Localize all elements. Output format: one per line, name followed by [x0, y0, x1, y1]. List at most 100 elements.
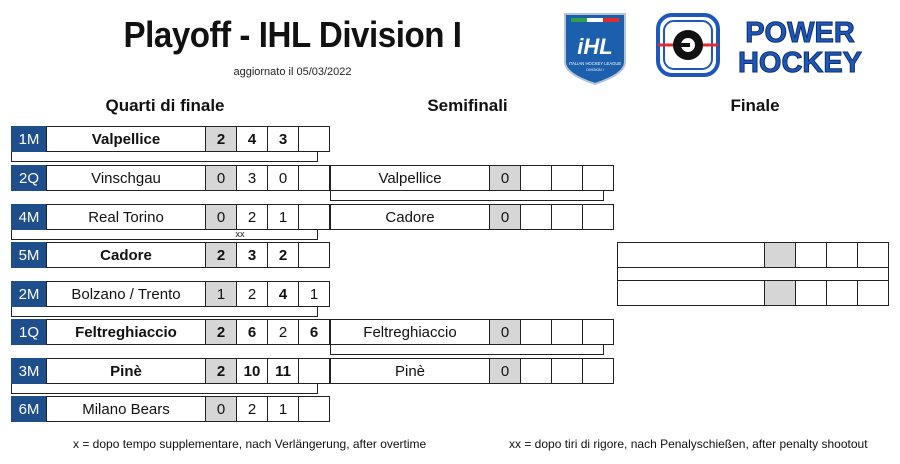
sf-series-score: 0: [489, 358, 521, 384]
power-hockey-logo: POWER HOCKEY: [655, 12, 883, 80]
ihl-logo-division: DIVISION I: [586, 68, 603, 72]
qf-game-3: [298, 358, 330, 384]
ihl-logo-text: iHL: [577, 34, 612, 59]
qf-team: Cadore: [46, 242, 206, 268]
final-heading: Finale: [730, 96, 780, 115]
qf-game-2: 2: [267, 319, 299, 345]
qf-series-score: 0: [205, 165, 237, 191]
final-row: [617, 242, 889, 268]
qf-seed: 4M: [11, 204, 47, 230]
sf-game-2: [551, 319, 583, 345]
qf-game-1: 4: [236, 126, 268, 152]
qf-game-3: [298, 165, 330, 191]
sf-pair-separator: [330, 191, 604, 201]
qf-game-2: 2: [267, 242, 299, 268]
sf-game-3: [582, 204, 614, 230]
qf-team: Real Torino: [46, 204, 206, 230]
sf-game-1: [520, 165, 552, 191]
qf-seed: 2Q: [11, 165, 47, 191]
qf-team: Pinè: [46, 358, 206, 384]
footer-overtime-note: x = dopo tempo supplementare, nach Verlä…: [73, 437, 427, 451]
qf-team: Vinschgau: [46, 165, 206, 191]
final-game-2: [826, 242, 858, 268]
qf-game-2: 11: [267, 358, 299, 384]
qf-game-1: 2: [236, 204, 268, 230]
sf-game-2: [551, 165, 583, 191]
qf-game-3: 1: [298, 281, 330, 307]
final-game-3: [857, 242, 889, 268]
qf-game-2: 3: [267, 126, 299, 152]
footer-shootout-note: xx = dopo tiri di rigore, nach Penalysch…: [509, 437, 868, 451]
page-title: Playoff - IHL Division I: [123, 14, 462, 55]
qf-seed: 3M: [11, 358, 47, 384]
sf-game-2: [551, 358, 583, 384]
sf-game-3: [582, 358, 614, 384]
qf-game-1: 3: [236, 165, 268, 191]
sf-series-score: 0: [489, 165, 521, 191]
final-team: [617, 242, 765, 268]
power-hockey-line2: HOCKEY: [738, 47, 862, 78]
qf-seed: 1Q: [11, 319, 47, 345]
qf-game-1: 3: [236, 242, 268, 268]
sf-game-1: [520, 204, 552, 230]
final-separator: [617, 268, 889, 281]
final-series-score: [764, 280, 796, 306]
sf-game-3: [582, 165, 614, 191]
final-game-2: [826, 280, 858, 306]
final-series-score: [764, 242, 796, 268]
quarterfinals-heading: Quarti di finale: [105, 96, 225, 115]
qf-game-1: 6: [236, 319, 268, 345]
qf-team: Valpellice: [46, 126, 206, 152]
qf-team: Milano Bears: [46, 396, 206, 422]
sf-game-2: [551, 204, 583, 230]
ihl-logo: iHL ITALIAN HOCKEY LEAGUE DIVISION I: [563, 12, 627, 86]
qf-pair-separator: [11, 230, 318, 240]
final-game-1: [795, 242, 827, 268]
sf-team: Feltreghiaccio: [330, 319, 490, 345]
qf-shootout-note: xx: [235, 229, 245, 239]
qf-series-score: 0: [205, 204, 237, 230]
qf-game-1: 10: [236, 358, 268, 384]
qf-game-1: 2: [236, 396, 268, 422]
qf-series-score: 0: [205, 396, 237, 422]
sf-series-score: 0: [489, 319, 521, 345]
sf-pair-separator: [330, 345, 604, 355]
final-team: [617, 280, 765, 306]
sf-game-1: [520, 319, 552, 345]
ihl-logo-subtext: ITALIAN HOCKEY LEAGUE: [569, 61, 622, 66]
qf-game-3: [298, 242, 330, 268]
qf-series-score: 2: [205, 242, 237, 268]
qf-series-score: 2: [205, 358, 237, 384]
qf-series-score: 1: [205, 281, 237, 307]
power-hockey-line1: POWER: [745, 17, 855, 49]
final-game-1: [795, 280, 827, 306]
qf-series-score: 2: [205, 126, 237, 152]
qf-game-2: 1: [267, 204, 299, 230]
qf-pair-separator: [11, 384, 318, 394]
sf-team: Cadore: [330, 204, 490, 230]
qf-game-3: [298, 204, 330, 230]
sf-team: Valpellice: [330, 165, 490, 191]
qf-game-2: 4: [267, 281, 299, 307]
sf-game-1: [520, 358, 552, 384]
qf-game-3: 6: [298, 319, 330, 345]
qf-pair-separator: [11, 152, 318, 162]
final-game-3: [857, 280, 889, 306]
qf-team: Bolzano / Trento: [46, 281, 206, 307]
qf-game-1: 2: [236, 281, 268, 307]
final-row: [617, 280, 889, 306]
qf-seed: 5M: [11, 242, 47, 268]
qf-series-score: 2: [205, 319, 237, 345]
qf-seed: 6M: [11, 396, 47, 422]
